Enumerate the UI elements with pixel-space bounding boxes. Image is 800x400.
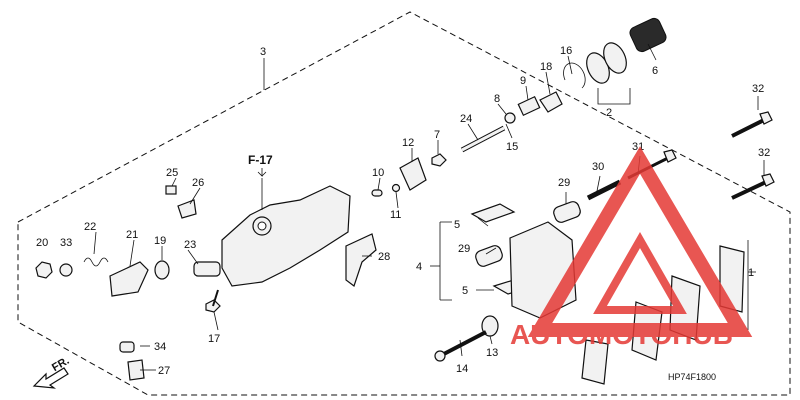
- part-28-clip: [345, 233, 377, 287]
- part-19-seal: [154, 260, 170, 280]
- label-part-25: 25: [166, 167, 178, 179]
- label-part-27: 27: [158, 365, 170, 377]
- watermark-text: AUTOMOTOHUB: [510, 319, 733, 350]
- bracket-4: [439, 221, 452, 301]
- label-part-4: 4: [416, 261, 422, 273]
- leader-lines: [93, 43, 765, 371]
- label-part-5-lower: 5: [462, 285, 468, 297]
- label-part-1: 1: [748, 267, 754, 279]
- part-5-spring-upper: [470, 203, 516, 223]
- front-arrow: FR.: [32, 355, 71, 389]
- label-part-2: 2: [606, 107, 612, 119]
- part-27-clip: [127, 359, 145, 381]
- assembly-boundary: [17, 11, 791, 396]
- label-part-19: 19: [154, 235, 166, 247]
- label-part-33: 33: [60, 237, 72, 249]
- label-part-10: 10: [372, 167, 384, 179]
- reference-label: F-17: [248, 153, 273, 167]
- part-17-bolt: [205, 289, 221, 313]
- part-32-bolt-upper: [731, 111, 773, 138]
- label-part-24: 24: [460, 113, 472, 125]
- part-8-washer: [504, 112, 516, 124]
- label-part-29-a: 29: [458, 243, 470, 255]
- label-part-15: 15: [506, 141, 518, 153]
- part-20-nut: [35, 261, 53, 279]
- part-1-pad-set: [581, 245, 745, 385]
- label-part-22: 22: [84, 221, 96, 233]
- front-label: FR.: [50, 355, 71, 374]
- diagram-code: HP74F1800: [668, 372, 716, 382]
- part-23-sleeve: [193, 261, 221, 277]
- part-30-sleeve: [586, 179, 622, 201]
- label-part-28: 28: [378, 251, 390, 263]
- label-part-21: 21: [126, 229, 138, 241]
- part-29-boot-a: [475, 245, 503, 267]
- part-25-bleeder: [165, 185, 177, 195]
- label-part-6: 6: [652, 65, 658, 77]
- part-18: [539, 91, 563, 113]
- label-part-29-b: 29: [558, 177, 570, 189]
- part-9-spring: [517, 95, 541, 117]
- label-part-26: 26: [192, 177, 204, 189]
- part-32-bolt-lower: [731, 173, 775, 200]
- label-part-12: 12: [402, 137, 414, 149]
- label-part-30: 30: [592, 161, 604, 173]
- label-part-17: 17: [208, 333, 220, 345]
- label-part-9: 9: [520, 75, 526, 87]
- part-7-nut: [431, 153, 447, 167]
- label-part-13: 13: [486, 347, 498, 359]
- label-part-23: 23: [184, 239, 196, 251]
- reference-arrow: [257, 168, 267, 177]
- part-22-spring: [83, 257, 109, 267]
- label-part-3: 3: [260, 46, 266, 58]
- label-part-18: 18: [540, 61, 552, 73]
- part-21-lever: [109, 261, 149, 297]
- part-4-bracket: [509, 221, 577, 319]
- part-10-pin: [371, 189, 383, 197]
- label-part-32-upper: 32: [752, 83, 764, 95]
- label-part-32-lower: 32: [758, 147, 770, 159]
- label-part-7: 7: [434, 129, 440, 141]
- part-caliper-body: [221, 178, 351, 287]
- label-part-8: 8: [494, 93, 500, 105]
- part-34-pin: [119, 341, 135, 353]
- part-29-boot-b: [553, 201, 581, 223]
- label-part-5-upper: 5: [454, 219, 460, 231]
- part-12-lever: [399, 157, 427, 191]
- part-24-shaft: [460, 125, 506, 153]
- bracket-2: [597, 88, 631, 105]
- part-2-seals: [586, 42, 627, 84]
- label-part-20: 20: [36, 237, 48, 249]
- part-16-circlip: [563, 62, 586, 89]
- label-part-11: 11: [390, 209, 401, 221]
- label-part-34: 34: [154, 341, 166, 353]
- label-part-14: 14: [456, 363, 468, 375]
- part-26-cap: [177, 199, 197, 219]
- part-6-cap: [629, 17, 667, 53]
- part-33-washer: [59, 263, 73, 277]
- watermark: AUTOMOTOHUB: [510, 146, 753, 350]
- part-14-pin-bolt: [434, 330, 487, 362]
- label-part-16: 16: [560, 45, 572, 57]
- part-11-washer: [391, 183, 401, 193]
